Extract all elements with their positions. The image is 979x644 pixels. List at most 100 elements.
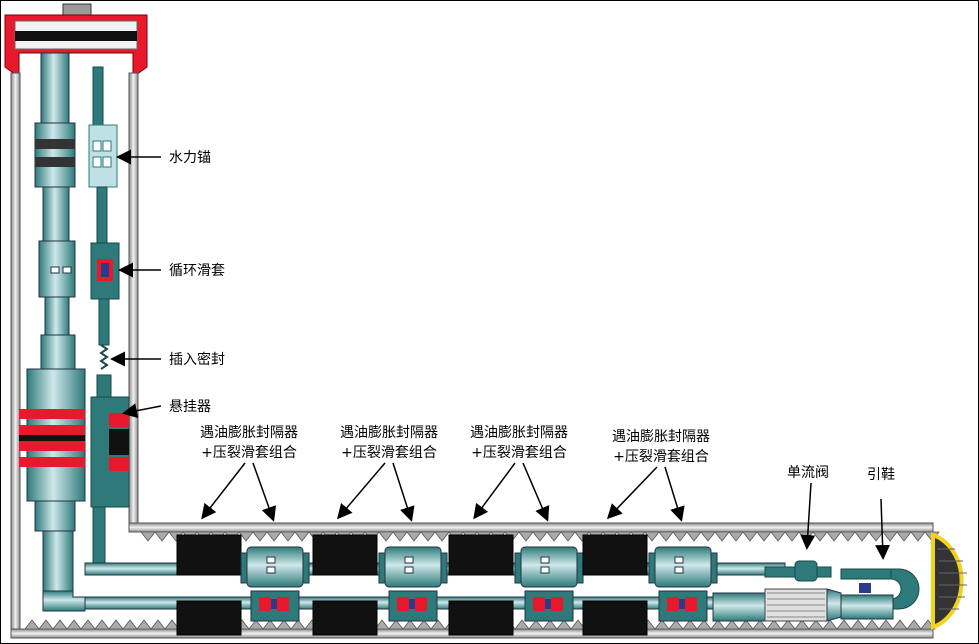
frac-sleeve-collar <box>440 552 448 584</box>
tooth-top <box>406 531 422 542</box>
label-arrows <box>110 149 891 560</box>
arrow-to-packer <box>337 462 386 520</box>
tooth-top <box>714 531 730 542</box>
seal-ring <box>667 597 679 611</box>
packer-assembly-label-1-line2: +压裂滑套组合 <box>201 444 297 461</box>
tooth-top <box>756 531 772 542</box>
tooth-bottom <box>556 619 572 630</box>
tooth-bottom <box>570 619 586 630</box>
swell-packer-upper <box>176 534 242 576</box>
packer-assembly-4 <box>582 534 718 636</box>
tooth-bottom <box>416 619 432 630</box>
tooth-bottom <box>892 619 908 630</box>
tooth-top <box>518 531 534 542</box>
swell-packer-lower <box>582 600 648 636</box>
tooth-bottom <box>388 619 404 630</box>
tooth-bottom <box>710 619 726 630</box>
packer-assembly-label-2-line1: 遇油膨胀封隔器 <box>340 424 438 441</box>
seal-ring <box>685 597 697 611</box>
tooth-bottom <box>122 619 138 630</box>
seal-ring <box>277 597 289 611</box>
tooth-bottom <box>738 619 754 630</box>
packer-assembly-2 <box>312 534 448 636</box>
frac-sleeve-collar <box>302 552 310 584</box>
tooth-top <box>770 531 786 542</box>
tooth-bottom <box>290 619 306 630</box>
swell-packer-upper <box>448 534 514 576</box>
arrow-to-sleeve <box>392 462 415 522</box>
arrow-to-packer <box>201 462 246 520</box>
tooth-top <box>686 531 702 542</box>
packer-assemblies <box>176 534 718 636</box>
packer-assembly-label-3: 遇油膨胀封隔器 +压裂滑套组合 <box>470 424 568 461</box>
formation-teeth-top <box>140 531 940 542</box>
tooth-top <box>742 531 758 542</box>
tooth-bottom <box>752 619 768 630</box>
sleeve-port <box>540 566 550 574</box>
frac-sleeve-collar <box>710 552 718 584</box>
tooth-bottom <box>248 619 264 630</box>
arrow-to-sleeve <box>252 462 277 522</box>
packer-assembly-1 <box>176 534 310 636</box>
tooth-bottom <box>682 619 698 630</box>
tooth-bottom <box>780 619 796 630</box>
tooth-top <box>378 531 394 542</box>
frac-sleeve-collar <box>240 552 248 584</box>
tooth-bottom <box>696 619 712 630</box>
sleeve-port <box>540 556 550 564</box>
tooth-top <box>434 531 450 542</box>
label-circulation-sleeve: 循环滑套 <box>169 262 225 279</box>
tooth-top <box>252 531 268 542</box>
label-insertion-seal: 插入密封 <box>169 351 225 368</box>
tooth-top <box>658 531 674 542</box>
tooth-bottom <box>864 619 880 630</box>
sleeve-port <box>266 566 276 574</box>
tooth-bottom <box>150 619 166 630</box>
swell-packer-lower <box>312 600 378 636</box>
tooth-top <box>896 531 912 542</box>
tooth-bottom <box>906 619 922 630</box>
frac-sleeve-collar <box>576 552 584 584</box>
tooth-top <box>154 531 170 542</box>
tooth-top <box>784 531 800 542</box>
frac-sleeve-collar <box>648 552 656 584</box>
seal-ring <box>259 597 271 611</box>
tooth-top <box>868 531 884 542</box>
seal-ring <box>551 597 563 611</box>
tooth-bottom <box>136 619 152 630</box>
tool-string-right <box>88 66 130 568</box>
tooth-top <box>882 531 898 542</box>
tooth-bottom <box>878 619 894 630</box>
tooth-top <box>392 531 408 542</box>
tool-string-left <box>19 52 86 612</box>
label-check-valve: 单流阀 <box>787 465 829 481</box>
tooth-top <box>812 531 828 542</box>
label-hydraulic-anchor: 水力锚 <box>169 150 211 166</box>
tooth-bottom <box>542 619 558 630</box>
tooth-bottom <box>80 619 96 630</box>
tooth-top <box>700 531 716 542</box>
packer-assembly-label-1-line1: 遇油膨胀封隔器 <box>200 424 298 441</box>
seal-core <box>271 599 277 609</box>
tooth-top <box>140 531 156 542</box>
tooth-bottom <box>108 619 124 630</box>
packer-assembly-label-4-line1: 遇油膨胀封隔器 <box>612 428 710 445</box>
tooth-top <box>728 531 744 542</box>
tooth-bottom <box>52 619 68 630</box>
arrow-to-sleeve <box>664 466 685 522</box>
wellhead <box>4 3 148 78</box>
guide-shoe <box>840 532 967 630</box>
tooth-bottom <box>836 619 852 630</box>
tooth-bottom <box>66 619 82 630</box>
assembly-arrows <box>201 462 685 522</box>
tooth-bottom <box>24 619 40 630</box>
tooth-bottom <box>822 619 838 630</box>
arrow-to-packer <box>606 466 658 520</box>
tooth-top <box>238 531 254 542</box>
tooth-bottom <box>402 619 418 630</box>
packer-assembly-label-4: 遇油膨胀封隔器 +压裂滑套组合 <box>612 428 710 465</box>
seal-ring <box>533 597 545 611</box>
sleeve-port <box>266 556 276 564</box>
swell-packer-upper <box>312 534 378 576</box>
